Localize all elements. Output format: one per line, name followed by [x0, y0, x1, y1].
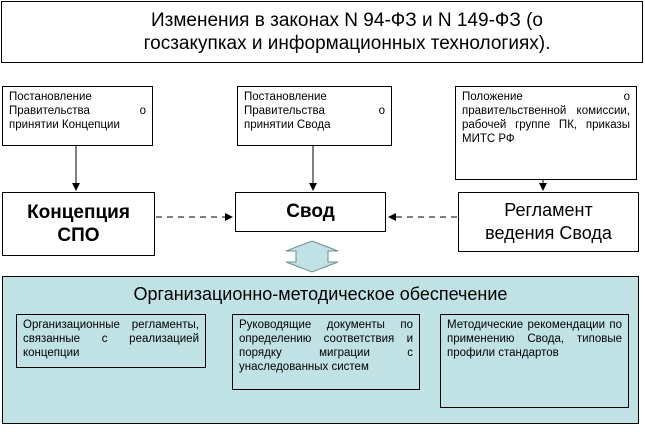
header-title-box: Изменения в законах N 94-ФЗ и N 149-ФЗ (…	[1, 1, 643, 63]
method-recommendations-box: Методические рекомендации по применению …	[440, 314, 629, 408]
double-arrow-svod-org	[285, 240, 339, 273]
svod-label: Свод	[286, 201, 335, 222]
concept-spo-box: Концепция СПО	[2, 192, 155, 256]
reglament-box: Регламент ведения Свода	[458, 192, 639, 252]
reglament-label-line2: ведения Свода	[485, 223, 612, 243]
doc-svod-decree: Постановление Правительства о принятии С…	[237, 86, 392, 146]
concept-label-line2: СПО	[57, 225, 100, 246]
org-support-title: Организационно-методическое обеспечение	[133, 284, 508, 304]
org-regulations-box: Организационные регламенты, связанные с …	[16, 314, 206, 368]
reglament-label-line1: Регламент	[504, 200, 593, 220]
doc-commission-regulation: Положение о правительственной комиссии, …	[455, 86, 637, 180]
header-title-line1: Изменения в законах N 94-ФЗ и N 149-ФЗ (…	[151, 10, 543, 31]
svod-box: Свод	[235, 192, 386, 232]
org-support-panel: Организационно-методическое обеспечение …	[2, 276, 639, 424]
concept-label-line1: Концепция	[27, 202, 130, 223]
header-title-line2: госзакупках и информационных технологиях…	[143, 33, 551, 54]
guidance-documents-box: Руководящие документы по определению соо…	[232, 314, 420, 390]
doc-concept-decree: Постановление Правительства о принятии К…	[2, 86, 153, 146]
